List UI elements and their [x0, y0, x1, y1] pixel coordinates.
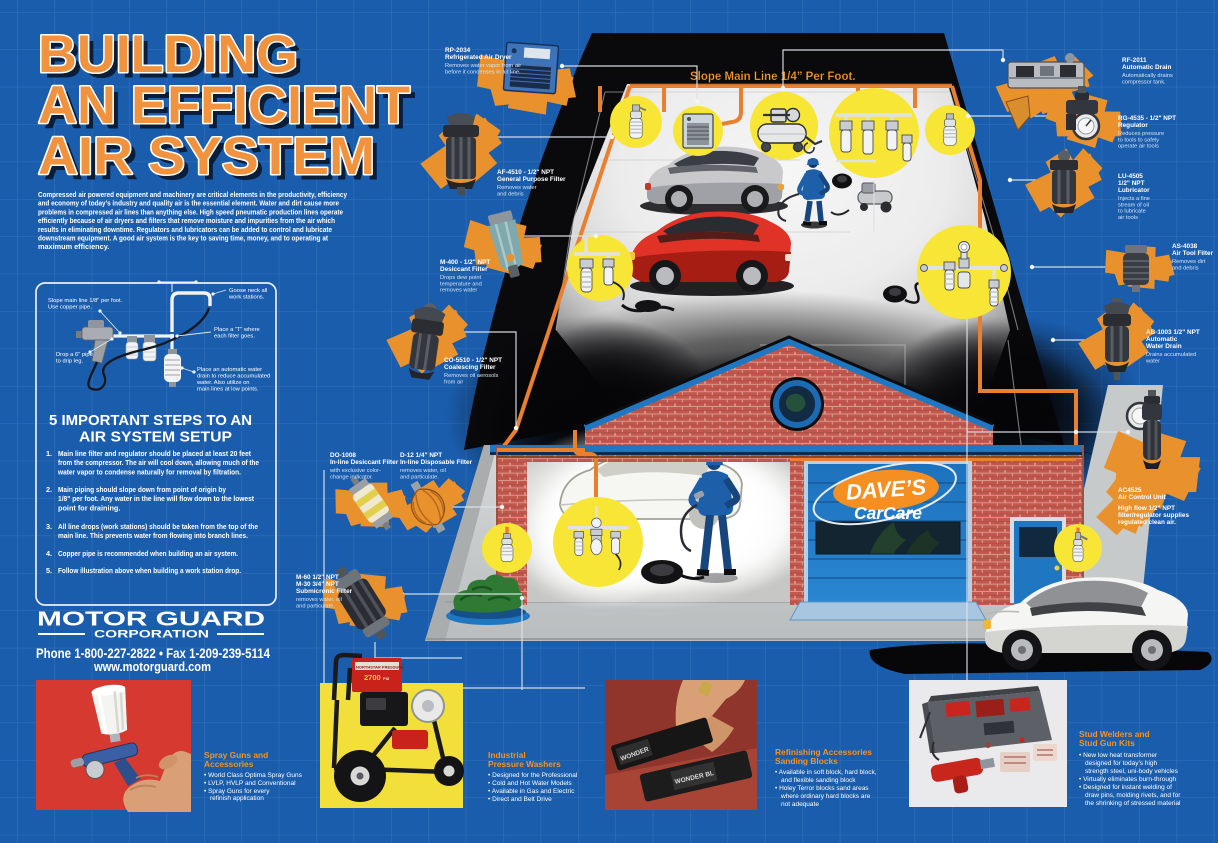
svg-text:CORPORATION: CORPORATION — [94, 629, 209, 641]
svg-text:Drop a 6" pipe: Drop a 6" pipe — [56, 352, 93, 358]
svg-text:AIR SYSTEM: AIR SYSTEM — [38, 127, 375, 186]
svg-text:AIR SYSTEM: AIR SYSTEM — [44, 133, 381, 192]
svg-text:3.: 3. — [46, 522, 52, 531]
svg-text:• World Class Optima Spray Gun: • World Class Optima Spray Guns — [204, 772, 303, 779]
svg-text:Place an automatic water: Place an automatic water — [197, 367, 262, 373]
svg-text:water. Also utilize on: water. Also utilize on — [196, 380, 250, 386]
svg-text:strength steel, uni-body vehic: strength steel, uni-body vehicles — [1085, 768, 1179, 775]
svg-text:AN EFFICIENT: AN EFFICIENT — [38, 76, 410, 135]
svg-text:where ordinary hard blocks are: where ordinary hard blocks are — [780, 793, 871, 800]
svg-text:• New low heat transformer: • New low heat transformer — [1079, 752, 1158, 759]
svg-text:downstream equipment. A good: downstream equipment. A good air system … — [38, 234, 328, 243]
svg-text:Phone 1-800-227-2822 • Fax 1-2: Phone 1-800-227-2822 • Fax 1-209-239-511… — [36, 646, 270, 661]
svg-text:main line. This prevents water: main line. This prevents water from flow… — [58, 531, 248, 540]
svg-text:Refinishing Accessories: Refinishing Accessories — [775, 747, 872, 757]
svg-text:Main piping should slope down: Main piping should slope down from point… — [58, 485, 227, 494]
svg-text:• Designed for the Professiona: • Designed for the Professional — [488, 772, 578, 779]
svg-text:Slope main line 1/8" per foot.: Slope main line 1/8" per foot. — [48, 298, 123, 304]
svg-text:5 IMPORTANT STEPS TO AN: 5 IMPORTANT STEPS TO AN — [49, 412, 252, 429]
svg-text:• Virtually eliminates burn-th: • Virtually eliminates burn-through — [1079, 776, 1177, 783]
svg-text:draw pins, molding rivets, and: draw pins, molding rivets, and for — [1085, 792, 1181, 799]
svg-text:Place a “T” where: Place a “T” where — [214, 327, 260, 333]
svg-text:NORTHSTAR PRESSURE: NORTHSTAR PRESSURE — [356, 665, 404, 670]
svg-text:Stud Welders and: Stud Welders and — [1079, 729, 1150, 739]
svg-text:• Holey Terror blocks sand are: • Holey Terror blocks sand areas — [775, 785, 869, 792]
svg-text:• LVLP, HVLP and Conventional: • LVLP, HVLP and Conventional — [204, 780, 296, 787]
svg-text:• Spray Guns for every: • Spray Guns for every — [204, 788, 270, 795]
svg-text:Pressure Washers: Pressure Washers — [488, 759, 561, 769]
svg-text:BUILDING: BUILDING — [44, 31, 304, 90]
svg-text:Stud Gun Kits: Stud Gun Kits — [1079, 738, 1135, 748]
svg-text:work stations.: work stations. — [228, 295, 265, 301]
svg-text:1.: 1. — [46, 449, 52, 458]
svg-text:Follow illustration above when: Follow illustration above when building … — [58, 566, 241, 575]
svg-text:results in eliminating downtim: results in eliminating downtime. Regulat… — [38, 225, 332, 234]
svg-text:2.: 2. — [46, 485, 52, 494]
svg-text:Main line filter and regulator: Main line filter and regulator should be… — [58, 449, 252, 458]
svg-text:Sanding Blocks: Sanding Blocks — [775, 756, 838, 766]
svg-text:the shrinking of stressed mate: the shrinking of stressed material — [1085, 800, 1181, 807]
svg-text:not adequate: not adequate — [781, 801, 819, 808]
svg-text:Goose neck all: Goose neck all — [229, 288, 267, 294]
svg-text:designed for today’s high: designed for today’s high — [1085, 760, 1158, 767]
svg-text:• Available in Gas and Electri: • Available in Gas and Electric — [488, 788, 575, 795]
svg-text:to drip leg.: to drip leg. — [56, 359, 83, 365]
svg-text:Copper pipe is recommended whe: Copper pipe is recommended when building… — [58, 549, 238, 558]
svg-text:Use copper pipe.: Use copper pipe. — [48, 305, 92, 311]
svg-text:Industrial: Industrial — [488, 750, 526, 760]
svg-text:drain to reduce accumulated: drain to reduce accumulated — [197, 374, 270, 380]
svg-text:main lines at low points.: main lines at low points. — [197, 387, 259, 393]
svg-text:MOTOR GUARD: MOTOR GUARD — [37, 609, 265, 631]
svg-text:each filter goes.: each filter goes. — [214, 334, 255, 340]
svg-text:• Designed for instant welding: • Designed for instant welding of — [1079, 784, 1172, 791]
svg-text:water vapor to condense natura: water vapor to condense naturally for re… — [57, 467, 241, 476]
svg-text:with exclusive color-change in: with exclusive color-change indicator. — [329, 468, 381, 480]
svg-text:point for draining.: point for draining. — [58, 503, 120, 512]
svg-text:BUILDING: BUILDING — [38, 25, 298, 84]
svg-text:5.: 5. — [46, 566, 52, 575]
svg-text:1/8" per foot. Any water in th: 1/8" per foot. Any water in the line wil… — [58, 494, 255, 503]
svg-text:2700 PSI: 2700 PSI — [364, 673, 389, 682]
svg-text:• Cold and Hot Water Models: • Cold and Hot Water Models — [488, 780, 572, 787]
svg-text:• Direct and Belt Drive: • Direct and Belt Drive — [488, 796, 552, 803]
svg-text:CarCare: CarCare — [854, 503, 922, 523]
svg-text:Spray Guns and: Spray Guns and — [204, 750, 268, 760]
svg-text:DAVE’S: DAVE’S — [845, 474, 927, 505]
svg-text:problems in compressed air lin: problems in compressed air lines than an… — [38, 207, 343, 216]
svg-text:All line drops (work stations): All line drops (work stations) should be… — [58, 522, 258, 531]
svg-text:refinish application: refinish application — [210, 795, 264, 802]
svg-text:Compressed air powered equipme: Compressed air powered equipment and mac… — [38, 190, 348, 199]
svg-text:and flexible sanding block: and flexible sanding block — [781, 777, 856, 784]
svg-text:from the compressor. The air w: from the compressor. The air will cool d… — [58, 458, 259, 467]
svg-text:maximum efficiency.: maximum efficiency. — [38, 242, 109, 251]
svg-text:www.motorguard.com: www.motorguard.com — [93, 659, 211, 674]
svg-text:AN EFFICIENT: AN EFFICIENT — [44, 82, 416, 141]
svg-text:4.: 4. — [46, 549, 52, 558]
svg-text:Accessories: Accessories — [204, 759, 254, 769]
svg-text:• Available in soft block, har: • Available in soft block, hard block, — [775, 769, 877, 776]
svg-text:Slope Main Line 1/4” Per Foot.: Slope Main Line 1/4” Per Foot. — [690, 71, 856, 83]
svg-text:and economy of today’s industr: and economy of today’s industry and qual… — [38, 199, 339, 208]
svg-text:AIR SYSTEM SETUP: AIR SYSTEM SETUP — [79, 429, 232, 446]
svg-text:efficiently because of air dry: efficiently because of air dryers and fi… — [38, 216, 335, 225]
